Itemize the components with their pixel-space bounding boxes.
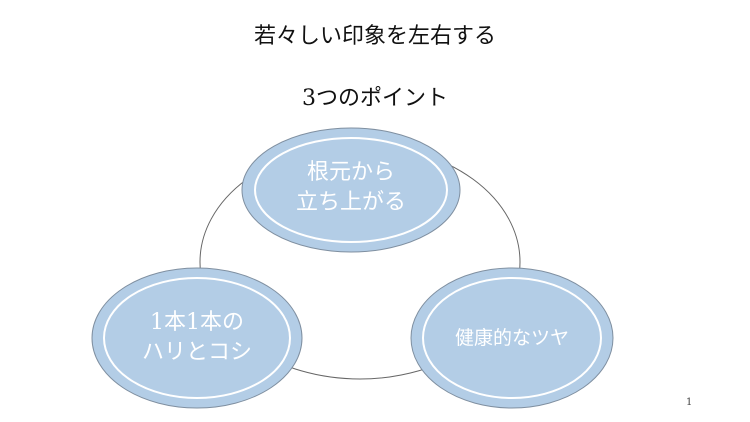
node-top-line2: 立ち上がる (295, 190, 406, 215)
slide-title: 若々しい印象を左右する (253, 24, 496, 49)
node-left-line2: ハリとコシ (141, 340, 252, 365)
node-right-label: 健康的なツヤ (412, 323, 612, 353)
page-number: 1 (686, 397, 693, 408)
node-right-line1: 健康的なツヤ (454, 327, 569, 349)
node-right-shape (410, 267, 614, 409)
node-left-label: 1本1本の ハリとコシ (97, 308, 297, 368)
slide-subtitle: 3つのポイント (302, 86, 448, 111)
node-left-line1: 1本1本の (150, 310, 244, 335)
node-top-label: 根元から 立ち上がる (251, 158, 451, 218)
node-top-shape (241, 127, 461, 253)
node-top-line1: 根元から (306, 160, 395, 185)
node-left-shape (91, 267, 303, 409)
